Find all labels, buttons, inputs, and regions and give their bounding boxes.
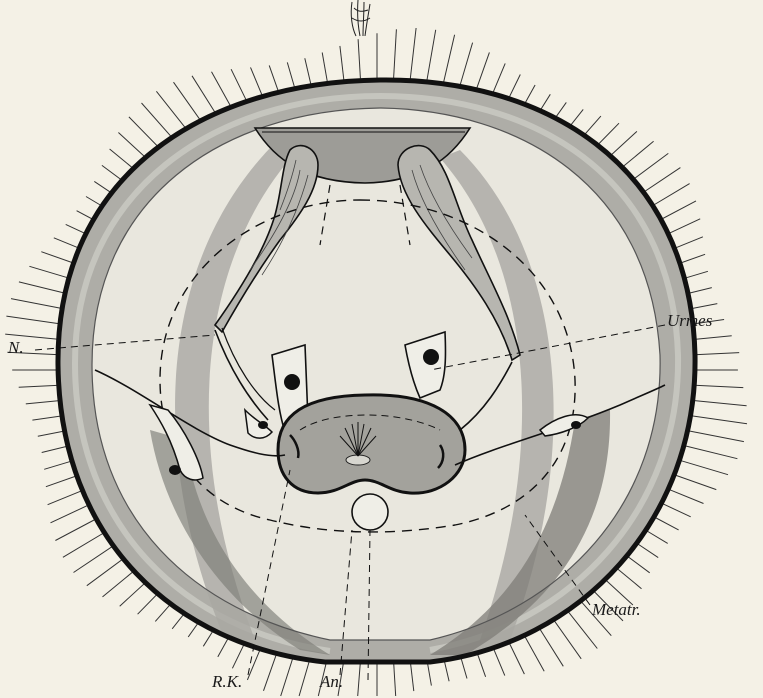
cilium xyxy=(691,416,747,424)
cilium xyxy=(340,46,344,80)
cilium xyxy=(358,39,360,78)
label-metatr: Metatr. xyxy=(592,600,641,620)
cilium xyxy=(427,30,436,82)
cilium xyxy=(695,353,740,355)
cilium xyxy=(358,662,361,696)
stomach xyxy=(278,395,465,493)
cilium xyxy=(443,35,455,85)
label-an: An. xyxy=(320,672,343,692)
cilium xyxy=(19,385,60,387)
cilium xyxy=(410,660,414,691)
anal-pore xyxy=(346,455,370,465)
left-nucleus xyxy=(284,374,300,390)
cilium xyxy=(688,431,744,442)
cilium xyxy=(394,29,397,78)
cilium xyxy=(212,72,233,110)
cilium xyxy=(679,460,728,475)
cilium xyxy=(459,43,472,88)
cilium xyxy=(305,58,311,84)
right-nucleus xyxy=(423,349,439,365)
cilium xyxy=(231,69,248,103)
cilium xyxy=(11,299,66,310)
cilium xyxy=(19,282,70,295)
cilium xyxy=(674,475,716,490)
left-lateral-nucleus xyxy=(169,465,181,475)
cilium xyxy=(269,65,279,92)
cilium xyxy=(38,431,66,437)
cilium xyxy=(475,52,489,92)
cilium xyxy=(684,446,737,459)
label-rk: R.K. xyxy=(212,672,242,692)
cilium xyxy=(287,62,294,88)
cilium xyxy=(26,401,61,404)
cilium xyxy=(693,336,731,340)
cilium xyxy=(322,53,327,82)
label-urmes: Urmes xyxy=(667,311,712,331)
cilium xyxy=(410,28,416,80)
cilium xyxy=(394,662,396,696)
cilium xyxy=(251,67,264,97)
cilium xyxy=(660,503,690,517)
anus xyxy=(352,494,388,530)
cilium xyxy=(668,489,704,504)
apical-tuft xyxy=(351,0,370,36)
label-n: N. xyxy=(8,338,24,358)
cilium xyxy=(6,316,63,324)
cilium xyxy=(695,385,744,387)
cilium xyxy=(693,401,746,406)
cilium xyxy=(652,516,678,530)
cilium xyxy=(192,76,218,117)
cilium xyxy=(32,416,63,420)
